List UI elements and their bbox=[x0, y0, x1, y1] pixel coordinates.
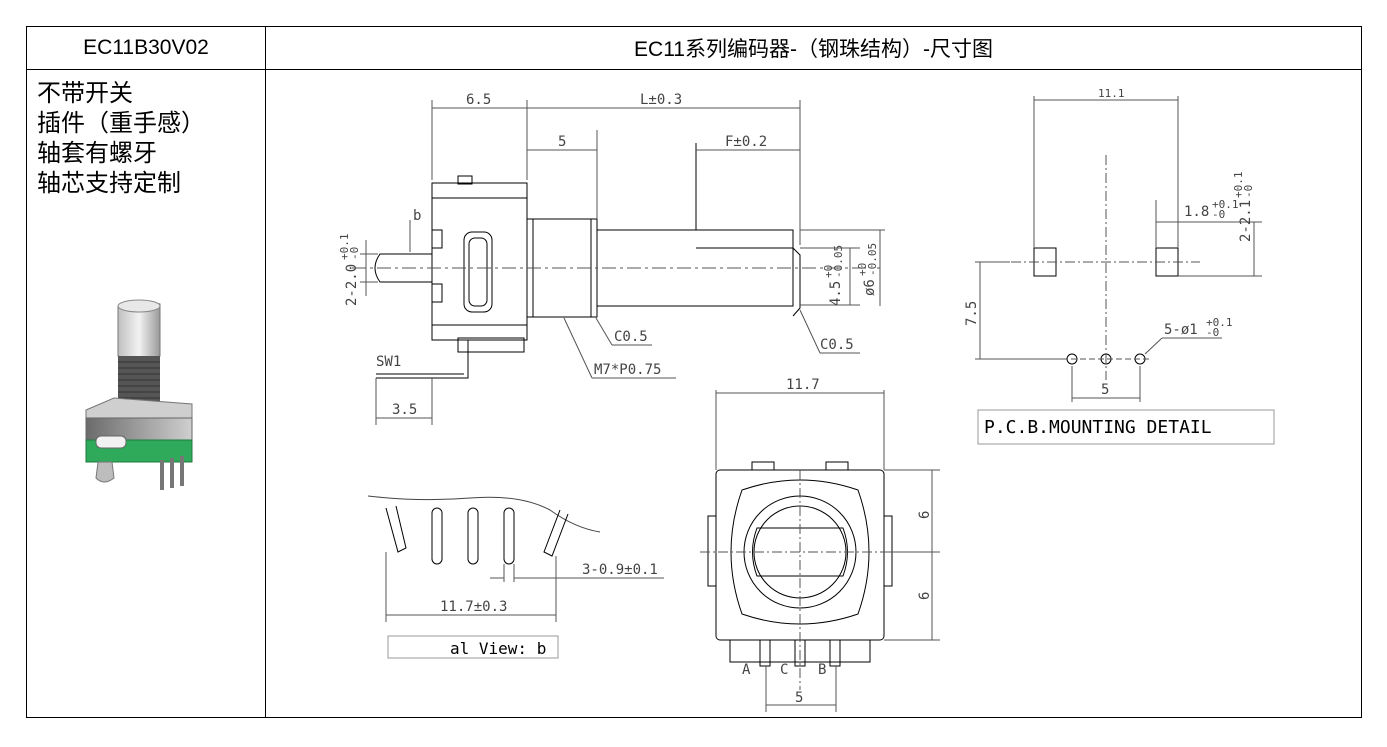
pcb-pad-tol-up: +0.1 bbox=[1212, 198, 1239, 211]
dim-3-5: 3.5 bbox=[392, 402, 417, 418]
front-view-drawing bbox=[700, 390, 940, 712]
dim-pin-tol-up: +0.1 bbox=[338, 234, 351, 261]
feature-list: 不带开关 插件（重手感） 轴套有螺牙 轴芯支持定制 bbox=[37, 79, 205, 199]
dim-length: L±0.3 bbox=[640, 92, 682, 108]
pcb-labels: 11.1 1.8 +0.1 -0 2-2.1 +0.1 -0 7.5 5-ø1 … bbox=[964, 87, 1255, 438]
dim-phi6-tol-up: +0 bbox=[856, 263, 869, 276]
chamfer-b: C0.5 bbox=[820, 337, 854, 353]
dim-f: F±0.2 bbox=[725, 134, 767, 150]
dim-4-5-tol-up: +0 bbox=[822, 265, 835, 278]
pcb-pad2-tol-down: -0 bbox=[1242, 185, 1255, 198]
front-view-labels: 11.7 6 6 5 A C B bbox=[742, 377, 933, 706]
pcb-pad-tol-down: -0 bbox=[1212, 208, 1225, 221]
model-number: EC11B30V02 bbox=[83, 36, 209, 59]
front-height-2: 6 bbox=[917, 592, 933, 600]
feature-item: 不带开关 bbox=[37, 80, 133, 107]
pcb-pad: 1.8 bbox=[1184, 204, 1209, 220]
pin-detail-labels: 3-0.9±0.1 11.7±0.3 al View: b bbox=[440, 562, 658, 658]
pcb-pad2-tol-up: +0.1 bbox=[1232, 172, 1245, 199]
pin-c-label: C bbox=[780, 662, 788, 678]
pin-b-label: B bbox=[818, 662, 826, 678]
pin-caption: al View: b bbox=[450, 639, 546, 658]
pin-detail-drawing bbox=[367, 495, 664, 659]
front-width: 11.7 bbox=[786, 377, 820, 393]
pcb-holes-tol-up: +0.1 bbox=[1206, 316, 1233, 329]
dim-phi6-tol-down: -0.05 bbox=[866, 243, 879, 276]
pin-pitch: 3-0.9±0.1 bbox=[582, 562, 658, 578]
dim-6-5: 6.5 bbox=[466, 92, 491, 108]
side-view-drawing bbox=[352, 100, 885, 425]
drawing-title: EC11系列编码器-（钢珠结构）-尺寸图 bbox=[634, 38, 993, 61]
pcb-height: 7.5 bbox=[964, 301, 980, 326]
dim-pin-tol-down: -0 bbox=[348, 247, 361, 260]
pcb-pitch: 5 bbox=[1101, 382, 1109, 398]
switch-label: SW1 bbox=[376, 354, 401, 370]
pcb-layout-drawing bbox=[975, 96, 1275, 445]
header-divider bbox=[27, 69, 1361, 70]
dim-4-5-tol-down: -0.05 bbox=[832, 245, 845, 278]
feature-item: 插件（重手感） bbox=[37, 110, 205, 137]
drawing-sheet: EC11B30V02 EC11系列编码器-（钢珠结构）-尺寸图 不带开关 插件（… bbox=[26, 26, 1362, 718]
front-height-1: 6 bbox=[917, 511, 933, 519]
pcb-pad2: 2-2.1 bbox=[1238, 200, 1254, 242]
pcb-holes-tol-down: -0 bbox=[1206, 326, 1219, 339]
label-b: b bbox=[413, 208, 421, 224]
pcb-caption: P.C.B.MOUNTING DETAIL bbox=[984, 417, 1212, 438]
thread-spec: M7*P0.75 bbox=[594, 362, 661, 378]
dim-pin: 2-2.0 bbox=[344, 264, 360, 306]
chamfer-a: C0.5 bbox=[614, 329, 648, 345]
feature-item: 轴套有螺牙 bbox=[37, 140, 157, 167]
pcb-holes: 5-ø1 bbox=[1164, 322, 1198, 338]
feature-item: 轴芯支持定制 bbox=[37, 170, 181, 197]
column-divider bbox=[265, 27, 266, 717]
dim-phi6: ø6 bbox=[862, 279, 878, 296]
front-pitch: 5 bbox=[795, 690, 803, 706]
side-view-labels: 6.5 L±0.3 5 F±0.2 b 2-2.0 +0.1 -0 C0.5 C… bbox=[338, 92, 879, 418]
dim-4-5: 4.5 bbox=[828, 281, 844, 306]
pin-width: 11.7±0.3 bbox=[440, 599, 507, 615]
dim-5: 5 bbox=[558, 134, 566, 150]
pcb-width: 11.1 bbox=[1098, 87, 1125, 100]
pin-a-label: A bbox=[742, 662, 751, 678]
encoder-product-image bbox=[85, 299, 193, 490]
